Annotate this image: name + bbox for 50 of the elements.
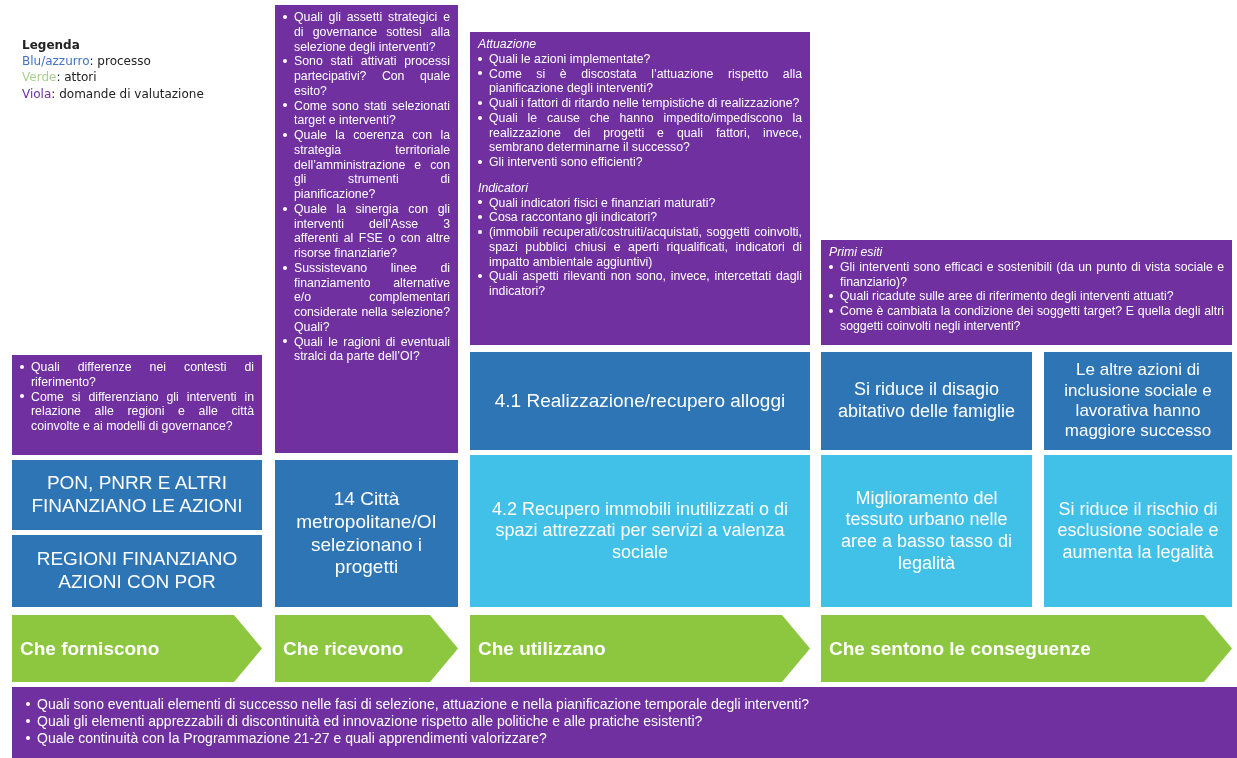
- legend-key: Blu/azzurro: [22, 54, 90, 69]
- actor-banner: Che utilizzano: [470, 615, 810, 682]
- actor-banner: Che sentono le conseguenze: [821, 615, 1232, 682]
- question-text: Quali differenze nei contesti di riferimento?: [31, 360, 254, 389]
- question-text: Come si differenziano gli interventi in relazione alle regioni e alle città coinvolte e ai modelli di governance?: [31, 389, 254, 433]
- question-text: Quali le ragioni di eventuali stralci da parte dell’OI?: [294, 334, 450, 364]
- question-text: Come si è discostata l’attuazione rispetto alla pianificazione degli interventi?: [489, 66, 802, 96]
- question-text: Quali indicatori fisici e finanziari maturati?: [489, 195, 716, 210]
- actor-banner: Che ricevono: [275, 615, 458, 682]
- legend-text: : attori: [56, 70, 97, 85]
- question-text: Quali le azioni implementate?: [489, 51, 651, 66]
- section-heading: Attuazione: [478, 37, 538, 52]
- process-box: Si riduce il rischio di esclusione sociale e aumenta la legalità: [1044, 455, 1232, 607]
- question-panel: [12, 355, 262, 455]
- question-text: Quali aspetti rilevanti non sono, invece, intercettati dagli indicatori?: [489, 269, 802, 298]
- question-text: Quali gli assetti strategici e di governance sottesi alla selezione degli interventi?: [294, 10, 450, 54]
- question-text: Sono stati attivati processi partecipativi? Con quale esito?: [294, 54, 450, 98]
- section-heading: Indicatori: [478, 180, 530, 196]
- question-text: Quale la coerenza con la strategia territoriale dell’amministrazione e con gli strumenti di pianificazione?: [294, 128, 450, 201]
- question-text: Come sono stati selezionati target e interventi?: [294, 98, 450, 128]
- question-text: Quale la sinergia con gli interventi dell’Asse 3 afferenti al FSE o con altre risorse finanziarie?: [294, 201, 450, 260]
- process-box: Le altre azioni di inclusione sociale e lavorativa hanno maggiore successo: [1044, 352, 1232, 450]
- process-box: 4.1 Realizzazione/recupero alloggi: [470, 352, 810, 450]
- process-box: PON, PNRR E ALTRI FINANZIANO LE AZIONI: [12, 460, 262, 530]
- process-box: REGIONI FINANZIANO AZIONI CON POR: [12, 535, 262, 607]
- question-panel: [275, 5, 458, 453]
- question-text: Quali sono eventuali elementi di successo nelle fasi di selezione, attuazione e nella pianificazione temporale degli interventi?: [37, 696, 810, 712]
- question-text: Gli interventi sono efficienti?: [489, 155, 643, 169]
- question-text: Quale continuità con la Programmazione 21-27 e quali apprendimenti valorizzare?: [37, 729, 547, 746]
- question-text: Quali le cause che hanno impedito/impediscono la realizzazione dei progetti e quali fattori, invece, sembrano determinarne il successo?: [489, 110, 802, 155]
- question-panel: [12, 687, 1237, 758]
- question-text: Gli interventi sono efficaci e sostenibili (da un punto di vista sociale e finanziario)?: [840, 259, 1224, 289]
- actor-banner: Che forniscono: [12, 615, 262, 682]
- question-panel: [821, 240, 1232, 345]
- legend-title: Legenda: [22, 37, 81, 54]
- section-heading: Primi esiti: [829, 245, 884, 260]
- question-text: Sussistevano linee di finanziamento alternative e/o complementari considerate nella selezione? Quali?: [294, 260, 450, 334]
- process-box: Miglioramento del tessuto urbano nelle aree a basso tasso di legalità: [821, 455, 1032, 607]
- question-text: Quali i fattori di ritardo nelle tempistiche di realizzazione?: [489, 96, 800, 110]
- question-panel: [470, 32, 810, 345]
- question-text: Cosa raccontano gli indicatori?: [489, 210, 658, 225]
- question-text: Quali ricadute sulle aree di riferimento degli interventi attuati?: [840, 289, 1174, 304]
- legend-text: : processo: [89, 54, 151, 69]
- legend-text: : domande di valutazione: [51, 86, 204, 101]
- question-text: Come è cambiata la condizione dei soggetti target? E quella degli altri soggetti coinvolti negli interventi?: [840, 304, 1224, 333]
- process-box: 4.2 Recupero immobili inutilizzati o di spazi attrezzati per servizi a valenza sociale: [470, 455, 810, 607]
- process-box: Si riduce il disagio abitativo delle famiglie: [821, 352, 1032, 450]
- question-text: Quali gli elementi apprezzabili di discontinuità ed innovazione rispetto alle politiche e alle pratiche esistenti?: [37, 712, 703, 729]
- question-text: (immobili recuperati/costruiti/acquistati, soggetti coinvolti, spazi pubblici chiusi e aperti riqualificati, indicatori di impatto ambientale aggiuntivi): [489, 225, 802, 269]
- process-box: 14 Città metropolitane/OI selezionano i progetti: [275, 460, 458, 607]
